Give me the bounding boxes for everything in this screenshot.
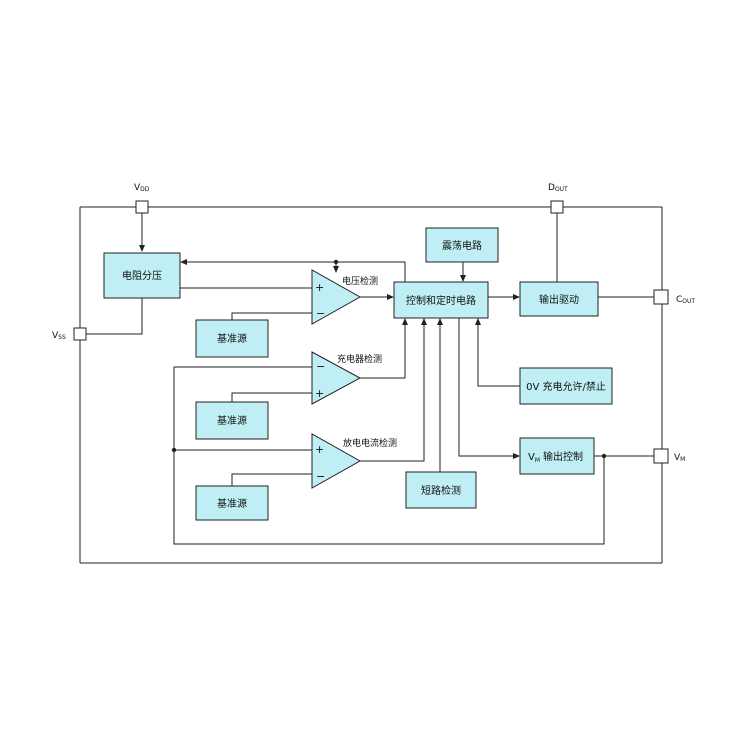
cout-sub: OUT [682,298,695,305]
divider-block: 电阻分压 [103,252,181,299]
output-driver-block: 输出驱动 [519,281,599,317]
vdd-pin-label: VDD [134,183,150,193]
control-timer-block: 控制和定时电路 [393,281,489,319]
charger-detect-minus: − [316,360,325,373]
vm-output-control-v: V [528,452,535,463]
vss-pin: VSS [52,327,87,341]
vdd-main: V [134,183,141,193]
discharge-current-label: 放电电流检测 [343,437,397,449]
vdd-sub: DD [140,186,150,193]
charger-detect-plus: + [315,387,324,400]
dout-pin: DOUT [548,183,568,214]
vm-sub: M [680,456,685,463]
oscillator-block: 震荡电路 [425,227,499,263]
vm-output-control-sub: M [535,457,540,464]
zero-v-block: 0V 充电允许/禁止 [519,367,613,405]
junction-dots [171,259,607,459]
ref2-label: 基准源 [217,414,247,427]
short-detect-block: 短路检测 [405,471,477,509]
voltage-detect-label: 电压检测 [342,275,378,287]
vm-main: V [674,453,681,463]
divider-label: 电阻分压 [122,269,162,282]
arrowheads [139,245,520,459]
voltage-detect-plus: + [315,281,324,294]
charger-detect-comparator: − + 充电器检测 [311,351,382,405]
ref3-block: 基准源 [195,485,269,521]
cout-main: C [676,295,682,305]
vss-pin-label: VSS [52,331,66,341]
charger-detect-label: 充电器检测 [337,353,382,365]
discharge-current-detect-comparator: + − 放电电流检测 [311,433,397,489]
ref1-label: 基准源 [217,332,247,345]
voltage-detect-comparator: + − 电压检测 [311,269,378,325]
ref2-block: 基准源 [195,401,269,440]
vm-pin: VM [653,448,685,464]
zero-v-label: 0V 充电允许/禁止 [526,380,606,393]
voltage-detect-minus: − [316,307,325,320]
dout-main: D [548,183,555,193]
vss-sub: SS [58,334,66,341]
dout-pin-label: DOUT [548,183,568,193]
vm-pin-label: VM [674,453,685,463]
frame-wires [79,206,663,564]
vdd-pin: VDD [134,183,150,214]
control-timer-label: 控制和定时电路 [406,294,476,307]
discharge-current-minus: − [316,470,325,483]
short-detect-label: 短路检测 [421,484,461,497]
ref3-label: 基准源 [217,497,247,510]
cout-pin: COUT [653,289,695,305]
cout-pin-label: COUT [676,295,695,305]
ref1-block: 基准源 [195,319,269,358]
vss-main: V [52,331,59,341]
dout-sub: OUT [555,186,568,193]
output-driver-label: 输出驱动 [539,293,579,306]
vm-output-control-text: 输出控制 [543,450,583,463]
internal-wires [86,213,654,545]
oscillator-label: 震荡电路 [442,239,482,252]
discharge-current-plus: + [315,443,324,456]
